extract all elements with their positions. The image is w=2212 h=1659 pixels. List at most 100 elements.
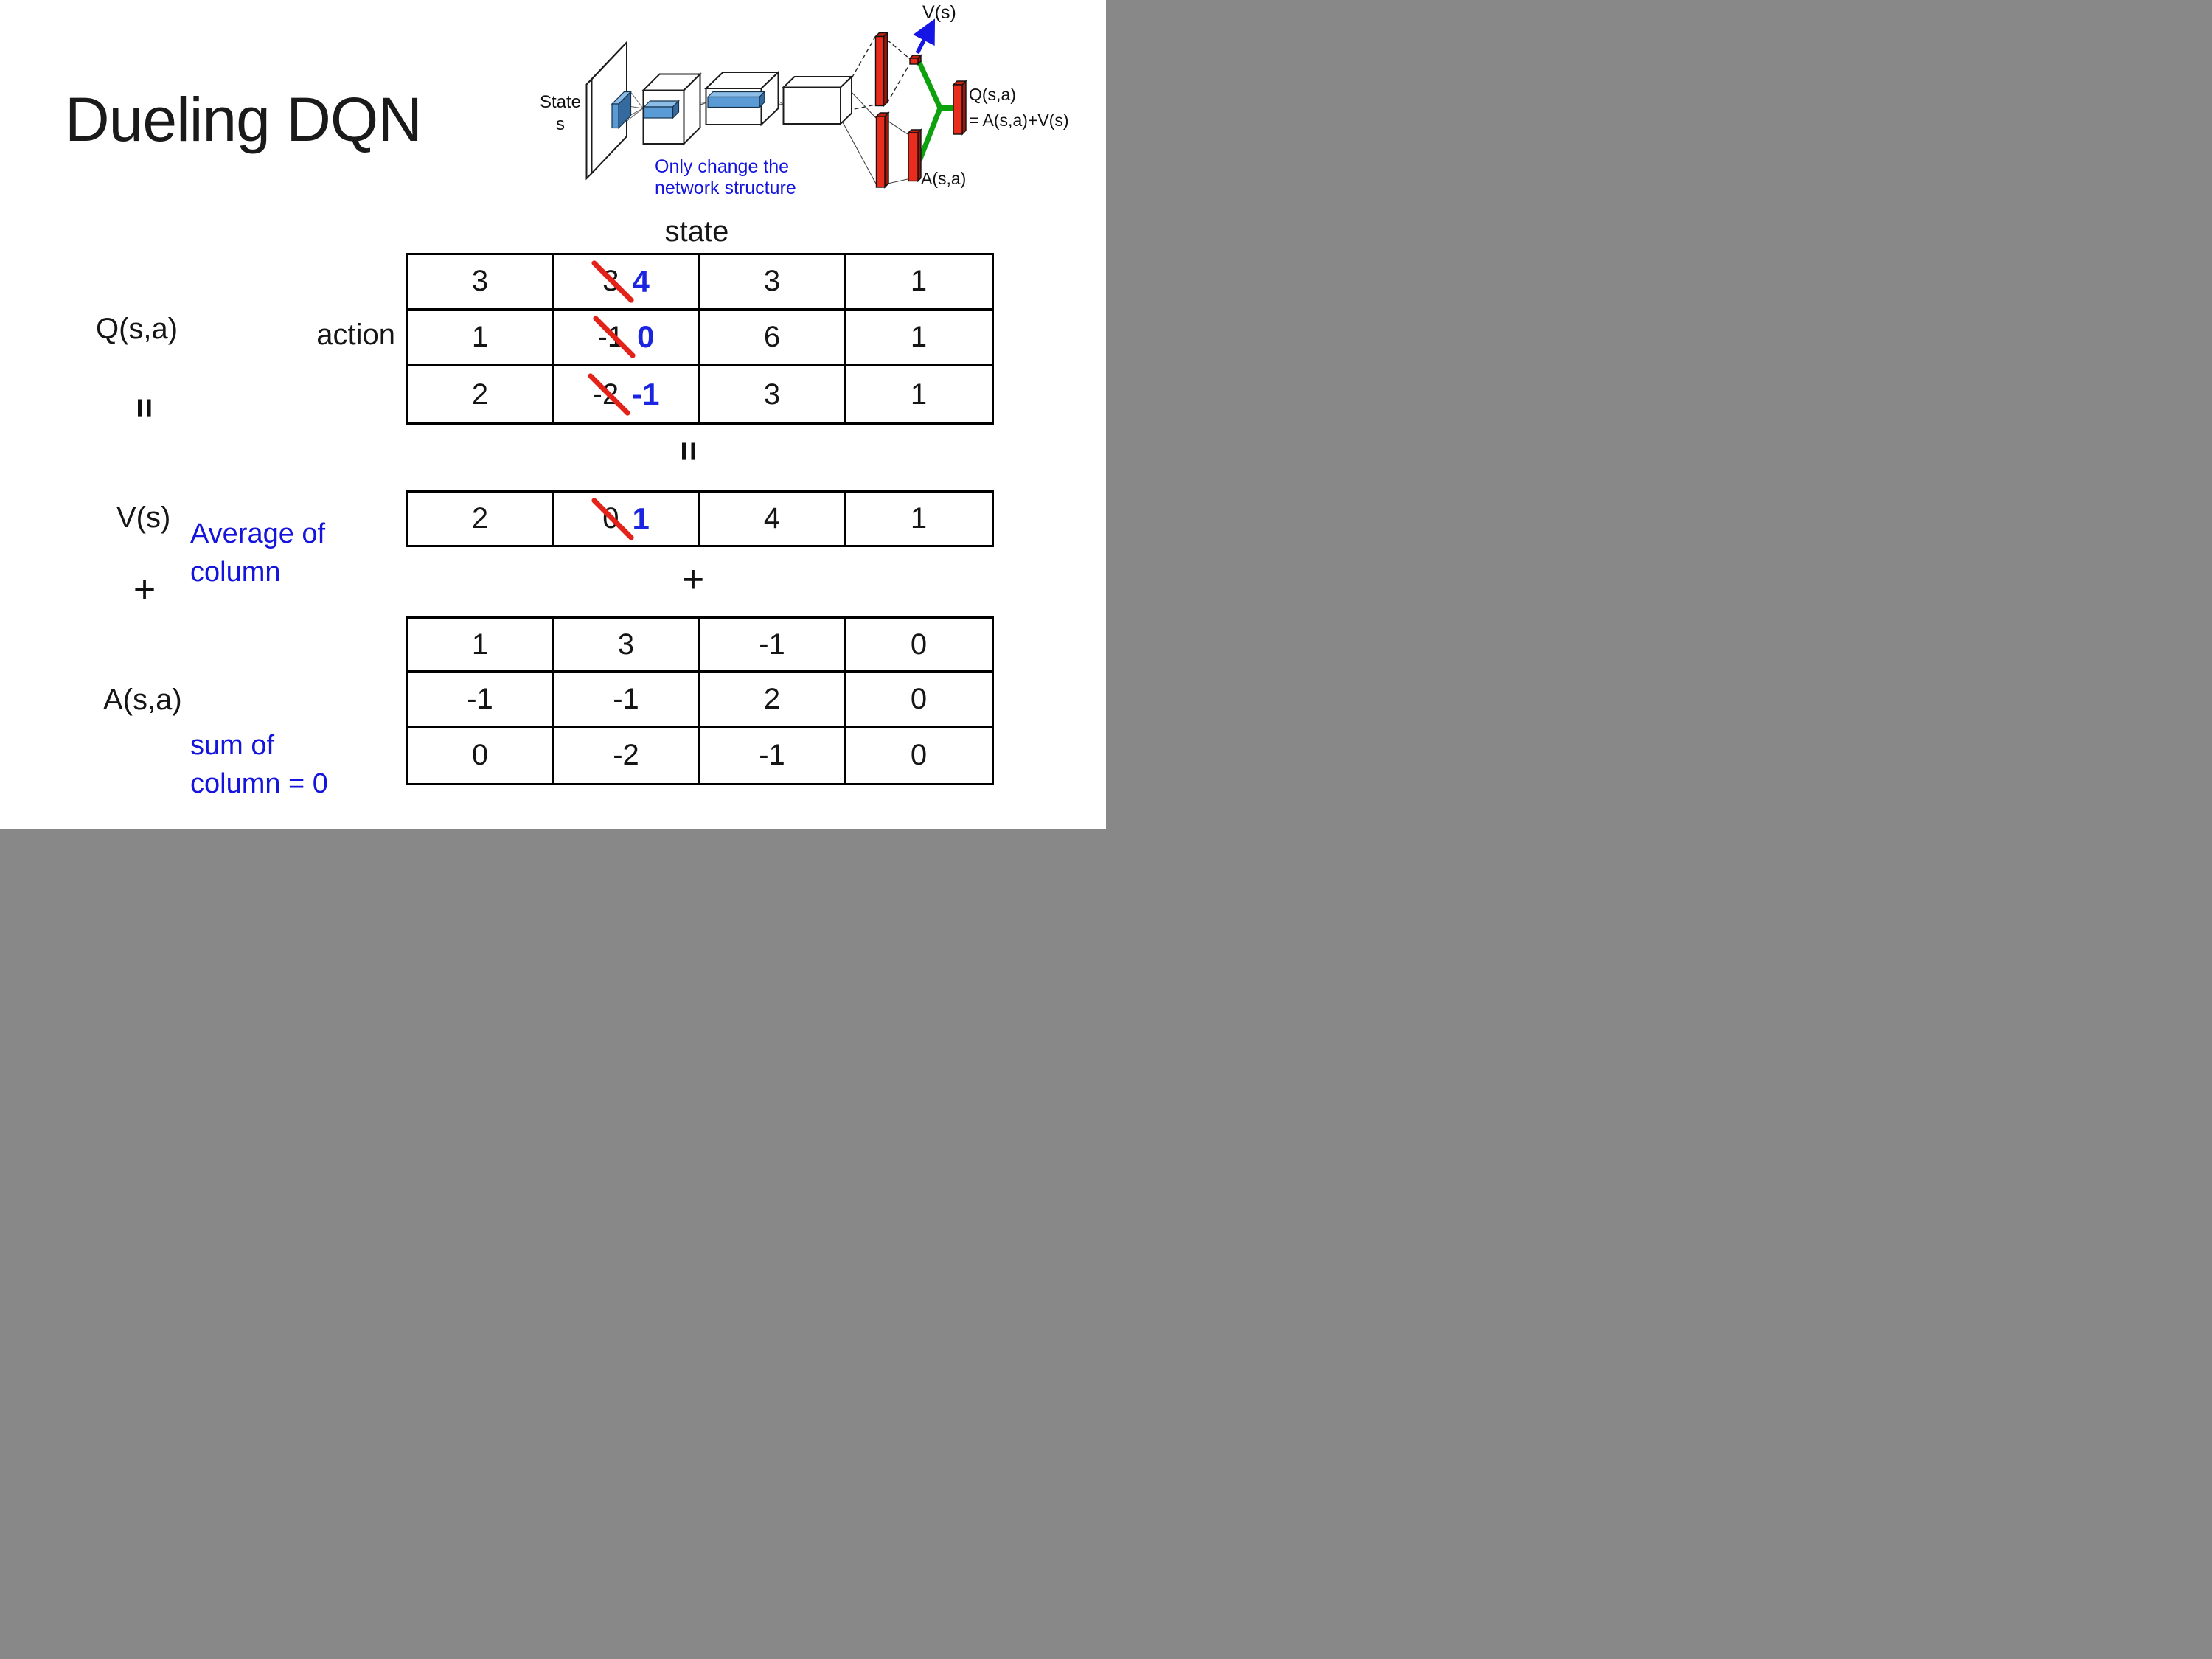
q-cell-r2c1: -2 -1 — [554, 366, 700, 422]
q-cell-r0c3: 1 — [846, 255, 992, 311]
a-cell-r2c0: 0 — [408, 728, 554, 783]
diagram-v-label: V(s) — [922, 2, 956, 23]
conv1-feature-bar — [643, 100, 680, 119]
a-value: -1 — [613, 682, 639, 715]
a-value: -1 — [759, 627, 785, 661]
a-cell-r1c0: -1 — [408, 673, 554, 728]
q-old-value: -1 — [597, 320, 625, 353]
q-value: 1 — [910, 265, 928, 298]
a-matrix-label: A(s,a) — [103, 684, 182, 716]
a-value-table: 1 3 -1 0 -1 -1 2 0 0 -2 -1 0 — [406, 616, 994, 785]
a-cell-r2c1: -2 — [554, 728, 700, 783]
q-cell-r1c1: -1 0 — [554, 310, 700, 367]
diagram-state-s-label: s — [556, 114, 565, 134]
diagram-q-label-line2: = A(s,a)+V(s) — [969, 111, 1068, 130]
q-new-value: 0 — [637, 319, 655, 355]
sum-of-column-note: sum of column = 0 — [190, 730, 328, 799]
v-matrix-label: V(s) — [116, 501, 171, 534]
diagram-note-line2: network structure — [655, 178, 796, 198]
a-value: 0 — [910, 627, 928, 661]
combine-y-connector — [916, 60, 953, 162]
q-old-value: -2 — [592, 378, 619, 411]
page-title: Dueling DQN — [65, 85, 422, 154]
a-value: 1 — [471, 627, 489, 661]
q-cell-r2c0: 2 — [408, 366, 554, 422]
v-old-value: 0 — [602, 502, 619, 535]
a-value: 0 — [471, 739, 489, 772]
fc-layer-box — [782, 74, 854, 126]
a-cell-r0c1: 3 — [554, 619, 700, 674]
q-old-value-wrap: 3 — [590, 259, 636, 304]
plus-left-operator: + — [133, 568, 156, 611]
v-output-arrow-icon — [913, 18, 936, 55]
q-new-value: -1 — [632, 377, 660, 412]
a-cell-r0c0: 1 — [408, 619, 554, 674]
solid-lines-a-stream — [842, 89, 908, 186]
a-value: -1 — [759, 739, 785, 772]
equals-center-operator: = — [669, 441, 708, 462]
a-stream-hidden-bar — [874, 111, 890, 189]
v-cell-r0c0: 2 — [408, 493, 554, 545]
slide: Dueling DQN — [0, 0, 1106, 830]
conv2-feature-bar — [706, 91, 766, 108]
a-cell-r1c2: 2 — [700, 673, 846, 728]
diagram-q-label-line1: Q(s,a) — [969, 85, 1016, 104]
q-value: 1 — [471, 320, 489, 353]
q-value: 1 — [910, 320, 928, 353]
q-cell-r2c3: 1 — [846, 366, 992, 422]
a-cell-r1c1: -1 — [554, 673, 700, 728]
input-conv-filter-box — [611, 91, 632, 129]
a-cell-r1c3: 0 — [846, 673, 992, 728]
q-new-value: 4 — [632, 263, 650, 299]
q-matrix-label: Q(s,a) — [96, 313, 178, 345]
v-cell-r0c3: 1 — [846, 493, 992, 545]
state-header: state — [664, 215, 729, 248]
q-value: 2 — [471, 378, 489, 411]
a-value: 2 — [763, 682, 781, 715]
average-of-column-note: Average of column — [190, 518, 326, 588]
a-value: 0 — [910, 739, 928, 772]
equals-left-operator: = — [125, 397, 164, 418]
q-cell-r0c2: 3 — [700, 255, 846, 311]
action-label: action — [316, 319, 395, 351]
a-value: 0 — [910, 682, 928, 715]
q-cell-r1c3: 1 — [846, 311, 992, 367]
input-plane — [585, 40, 627, 181]
plus-center-operator: + — [681, 558, 705, 601]
v-old-value-wrap: 0 — [590, 496, 636, 541]
v-new-value: 1 — [632, 501, 650, 536]
diagram-state-label: State — [540, 92, 581, 112]
a-cell-r2c3: 0 — [846, 728, 992, 783]
a-value: 3 — [617, 627, 635, 661]
network-architecture-diagram: State s V(s) Q(s,a) = A(s,a)+V(s) A(s,a)… — [540, 2, 1069, 198]
q-old-value-wrap: -2 — [586, 372, 631, 417]
a-cell-r0c2: -1 — [700, 619, 846, 674]
q-value: 1 — [910, 378, 928, 411]
q-old-value-wrap: -1 — [591, 315, 636, 360]
a-cell-r2c2: -1 — [700, 728, 846, 783]
q-output-bar — [952, 80, 967, 136]
q-value: 3 — [471, 265, 489, 298]
v-cell-r0c2: 4 — [700, 493, 846, 545]
a-cell-r0c3: 0 — [846, 619, 992, 674]
q-cell-r1c0: 1 — [408, 310, 554, 367]
a-value: -2 — [613, 739, 639, 772]
q-value: 3 — [763, 378, 781, 411]
v-output-node — [908, 54, 922, 66]
v-value: 4 — [763, 502, 781, 535]
v-value: 2 — [471, 502, 489, 535]
diagram-a-label: A(s,a) — [921, 169, 966, 188]
v-value: 1 — [910, 502, 928, 535]
q-cell-r2c2: 3 — [700, 366, 846, 422]
q-cell-r0c0: 3 — [408, 255, 554, 311]
dashed-lines-v-stream — [846, 36, 910, 111]
diagram-note-line1: Only change the — [655, 156, 789, 177]
a-value: -1 — [467, 682, 493, 715]
q-old-value: 3 — [602, 265, 619, 298]
q-value: 6 — [763, 320, 781, 353]
q-cell-r1c2: 6 — [700, 310, 846, 367]
